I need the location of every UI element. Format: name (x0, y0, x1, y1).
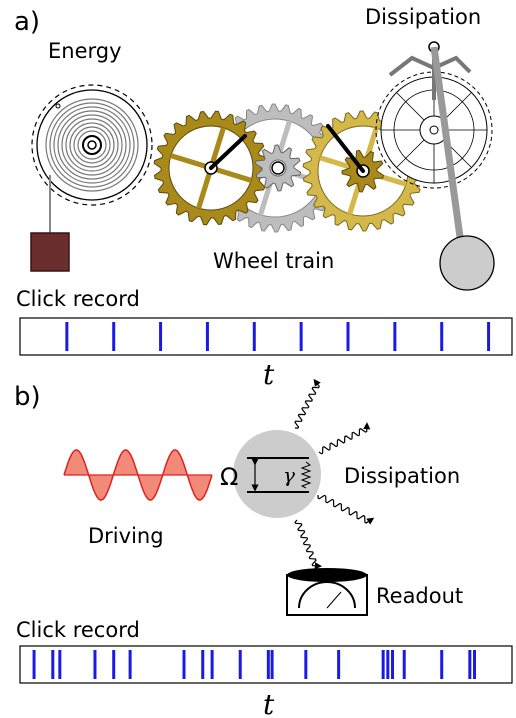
dissipation-label-b: Dissipation (344, 464, 460, 488)
gear-hand-left (209, 134, 247, 170)
panel-a: a) Energy Dissipation Wheel train (14, 5, 513, 391)
time-axis-label-b: t (263, 688, 275, 718)
click-record-box-a (19, 317, 513, 356)
photon-arrow-icon (294, 519, 322, 570)
pendulum-bob-icon (439, 235, 495, 291)
weight-icon (30, 232, 70, 272)
small-pinion-icon (254, 144, 302, 192)
mainspring-barrel-icon (31, 84, 153, 206)
dissipation-label-a: Dissipation (365, 5, 481, 29)
energy-label: Energy (48, 39, 122, 63)
decay-wiggle (300, 461, 312, 489)
click-record-label-a: Click record (16, 287, 140, 311)
driving-label: Driving (88, 524, 164, 548)
readout-label: Readout (376, 584, 463, 608)
emitted-photons (294, 378, 375, 570)
driving-wave-icon (63, 449, 213, 501)
click-record-label-b: Click record (16, 618, 140, 642)
wheel-train-label: Wheel train (213, 249, 334, 273)
panel-b-tag: b) (14, 382, 41, 412)
click-marks-a (65, 322, 491, 351)
gamma-label: γ (283, 463, 295, 487)
detector-icon (286, 568, 368, 616)
click-record-box-b (19, 645, 513, 684)
panel-a-tag: a) (14, 7, 40, 37)
omega-label: Ω (220, 463, 238, 491)
photon-arrow-icon (318, 422, 371, 455)
pendulum-rod (430, 46, 464, 238)
click-marks-b (32, 650, 477, 679)
two-level-atom-icon (233, 430, 321, 518)
time-axis-label-a: t (263, 358, 275, 391)
gear-hand-right (326, 124, 365, 173)
photon-arrow-icon (317, 494, 375, 525)
panel-b: b) Driving Ω γ Dissipation Readout Click… (14, 378, 513, 718)
photon-arrow-icon (294, 378, 321, 429)
